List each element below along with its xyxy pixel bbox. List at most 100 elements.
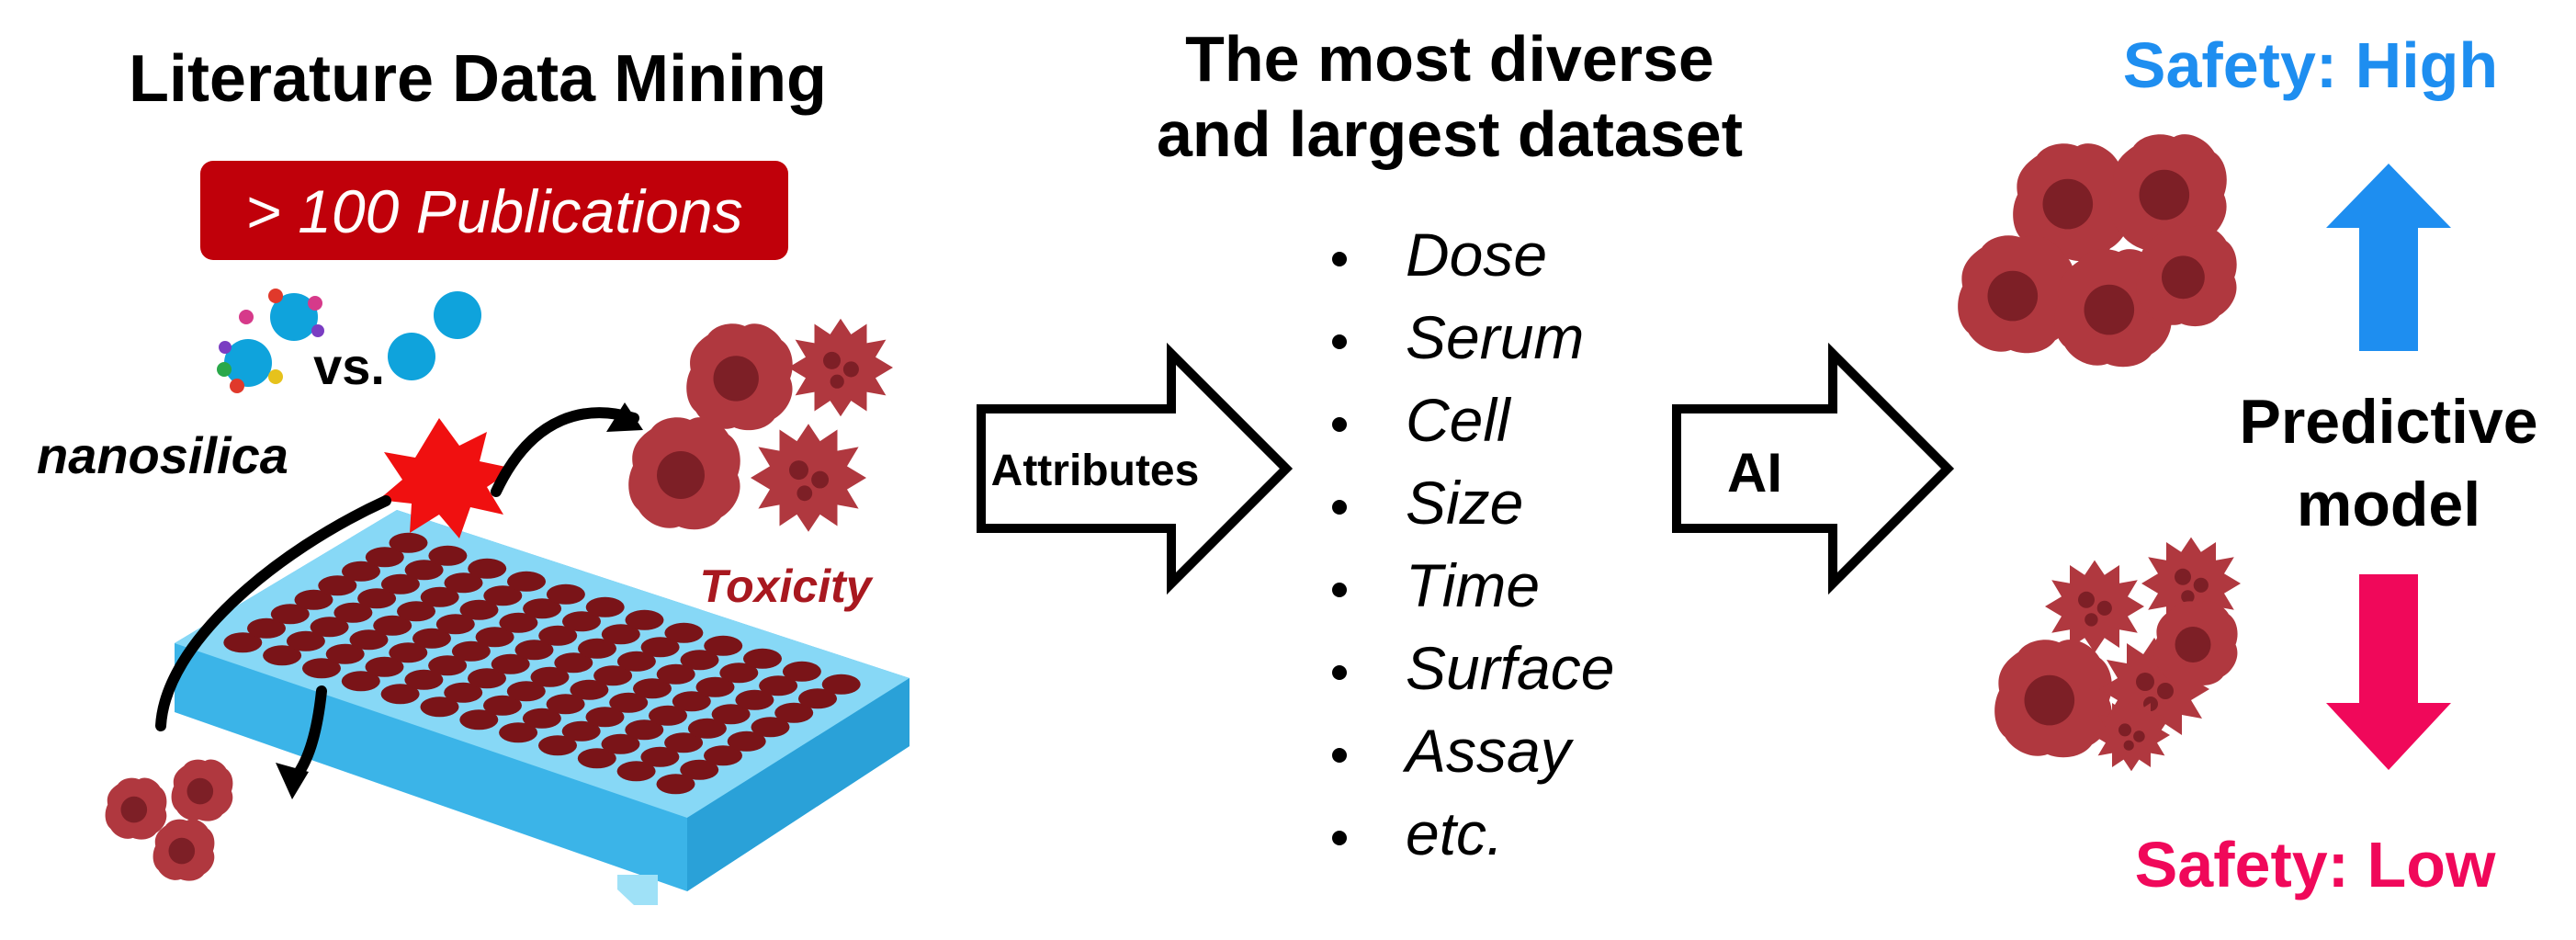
plate-well [349,629,389,651]
toxicity-label: Toxicity [699,561,873,612]
plate-well [601,624,640,645]
plate-well [223,632,263,653]
plate-well [302,658,341,679]
plate-well [499,612,538,633]
plate-well [428,655,468,676]
plate-well [578,638,616,659]
plate-well [821,674,861,695]
safety-low-label: Safety: Low [2135,829,2496,900]
plate-well [389,642,428,663]
nanosilica-label: nanosilica [37,426,288,484]
plate-well [523,598,562,619]
attribute-item: Serum [1406,303,1584,371]
plate-well [373,615,412,636]
plate-well [514,640,554,661]
attribute-item: Time [1406,551,1540,619]
plate-well [365,656,404,677]
bare-nanoparticles-icon [388,291,481,380]
plate-well [380,684,420,705]
plate-well [420,586,459,607]
functionalized-nanoparticles-icon [217,289,324,393]
plate-well [656,663,695,685]
plate-well [609,692,649,713]
plate-well [506,681,546,702]
attribute-bullet [1332,665,1347,680]
predictive-model-line1: Predictive [2239,387,2537,457]
plate-well [704,635,743,656]
plate-well [451,640,491,662]
plate-well [735,689,774,710]
plate-well [491,653,530,674]
plate-well [530,666,570,687]
plate-well [522,708,561,729]
plate-well [397,601,435,622]
plate-well [404,560,444,581]
plate-well [310,617,349,638]
dataset-title-line1: The most diverse [1185,23,1714,95]
plate-well [585,596,625,617]
plate-well [404,669,444,690]
attribute-item: Surface [1406,634,1614,702]
plate-well [687,718,727,739]
publications-badge-label: > 100 Publications [245,177,742,245]
plate-well [468,668,506,689]
plate-well [459,599,499,620]
plate-well [585,707,625,728]
plate-well [420,697,459,718]
plate-well [625,719,664,741]
attribute-bullet [1332,748,1347,763]
dataset-title-line2: and largest dataset [1157,98,1743,170]
healthy-cells-cluster-icon [1958,134,2237,368]
plate-well [318,575,357,596]
arrowhead-to-toxicity [606,402,643,432]
plate-well [640,637,680,658]
plate-well [625,609,664,630]
plate-well [704,745,742,766]
plate-well [357,588,397,609]
plate-well [475,627,514,648]
plate-well [782,661,821,682]
attribute-item: Dose [1406,221,1547,289]
plate-well [483,585,523,606]
toxic-cells-cluster-icon [628,318,893,532]
plate-well [412,628,451,649]
plate-well [538,735,577,756]
plate-well [695,676,735,697]
plate-well [601,733,640,754]
safety-high-label: Safety: High [2123,29,2498,101]
plate-well [711,704,751,725]
attribute-bullet [1332,417,1347,432]
plate-well [570,679,609,700]
curved-arrow-to-plate-left [155,495,391,731]
predictive-model-line2: model [2297,470,2480,539]
plate-well [798,688,837,709]
attribute-bullet [1332,831,1347,845]
plate-well [435,614,475,635]
plate-well [294,589,333,610]
plate-well [656,774,695,795]
plate-well [719,663,759,684]
attribute-item: Size [1406,469,1523,537]
ai-arrow: AI [1672,342,1955,595]
plate-well [342,561,380,582]
plate-well [333,602,373,623]
plate-well [577,748,616,769]
plate-well [380,573,420,595]
plate-well [616,651,656,672]
attribute-item: Assay [1402,717,1575,785]
vs-label: vs. [313,337,385,395]
plate-well [649,705,687,726]
attribute-item: Cell [1406,386,1512,454]
curved-arrow-to-toxicity [491,407,639,497]
damaged-cells-cluster-icon [1994,537,2241,772]
attribute-bullet [1332,583,1347,597]
plate-well [640,746,680,767]
plate-well [727,730,766,752]
attribute-bullet [1332,500,1347,515]
plate-well [444,572,483,594]
attributes-arrow: Attributes [977,342,1294,595]
plate-well [774,702,814,723]
plate-well [538,625,578,646]
plate-well [751,717,790,738]
plate-well [664,732,704,753]
